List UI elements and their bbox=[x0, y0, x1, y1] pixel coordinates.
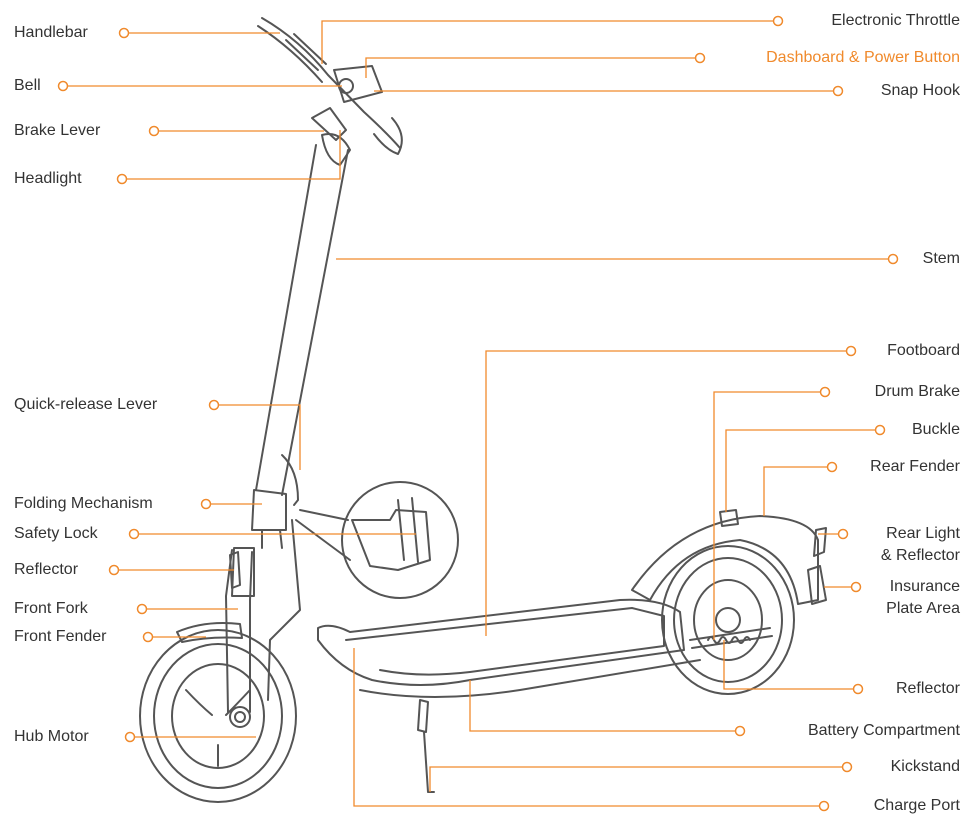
safety-lock-inset bbox=[341, 481, 459, 599]
label-rear-reflector-line: & Reflector bbox=[880, 547, 960, 564]
brake-lever-drawing bbox=[311, 107, 347, 141]
front-wheel bbox=[139, 629, 297, 803]
label-reflector-rear: Reflector bbox=[895, 680, 960, 697]
label-folding-mechanism: Folding Mechanism bbox=[14, 495, 153, 512]
label-headlight: Headlight bbox=[14, 170, 82, 187]
label-front-fender: Front Fender bbox=[14, 628, 107, 645]
headlight-drawing bbox=[321, 133, 351, 166]
label-handlebar: Handlebar bbox=[14, 24, 88, 41]
label-stem: Stem bbox=[922, 250, 960, 267]
label-safety-lock: Safety Lock bbox=[14, 525, 98, 542]
leader-lines bbox=[63, 20, 893, 807]
label-dashboard-power-button: Dashboard & Power Button bbox=[766, 49, 960, 66]
label-bell: Bell bbox=[14, 77, 41, 94]
label-kickstand: Kickstand bbox=[890, 758, 960, 775]
label-brake-lever: Brake Lever bbox=[14, 122, 101, 139]
quick-release-drawing bbox=[281, 454, 299, 506]
label-front-fork: Front Fork bbox=[14, 600, 88, 617]
hub-motor-drawing bbox=[229, 706, 251, 728]
label-quick-release-lever: Quick-release Lever bbox=[14, 396, 158, 413]
label-snap-hook: Snap Hook bbox=[880, 82, 960, 99]
handlebar-drawing bbox=[257, 17, 401, 149]
rear-fender-drawing bbox=[631, 515, 819, 605]
stem-drawing bbox=[255, 144, 349, 496]
leader-endpoints bbox=[57, 15, 899, 812]
label-insurance: Insurance bbox=[889, 578, 960, 595]
front-reflector-drawing bbox=[229, 551, 241, 589]
label-buckle: Buckle bbox=[911, 421, 960, 438]
label-drum-brake: Drum Brake bbox=[874, 383, 960, 400]
label-footboard: Footboard bbox=[887, 342, 960, 359]
label-charge-port: Charge Port bbox=[873, 797, 960, 814]
label-electronic-throttle: Electronic Throttle bbox=[831, 12, 960, 29]
front-fender-drawing bbox=[176, 622, 243, 643]
label-hub-motor: Hub Motor bbox=[14, 728, 89, 745]
buckle-drawing bbox=[719, 509, 739, 527]
folding-mechanism-drawing bbox=[251, 489, 287, 531]
rear-wheel bbox=[661, 545, 795, 695]
label-battery-compartment: Battery Compartment bbox=[807, 722, 960, 739]
dashboard-drawing bbox=[333, 65, 383, 103]
label-rear-light: Rear Light bbox=[886, 525, 960, 542]
label-reflector-front: Reflector bbox=[14, 561, 79, 578]
label-plate-area: Plate Area bbox=[886, 600, 960, 617]
drum-brake-drawing bbox=[689, 627, 773, 649]
rear-light-drawing bbox=[813, 527, 827, 557]
insurance-plate-drawing bbox=[807, 565, 827, 605]
label-rear-fender: Rear Fender bbox=[870, 458, 960, 475]
kickstand-drawing bbox=[417, 699, 435, 793]
